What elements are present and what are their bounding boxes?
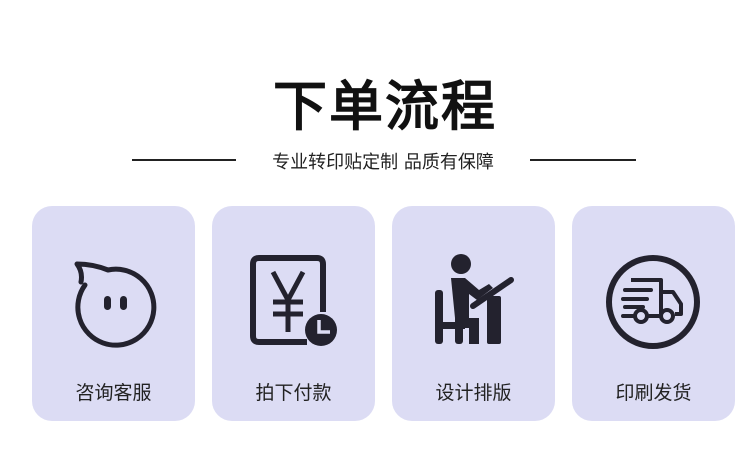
step-card-design: 设计排版 [392, 206, 555, 421]
step-card-consult: 咨询客服 [32, 206, 195, 421]
page-title: 下单流程 [273, 75, 497, 138]
subtitle: 专业转印贴定制 品质有保障 [272, 152, 494, 173]
divider-right [530, 159, 636, 161]
chat-bubble-face-icon [74, 261, 157, 348]
step-card-payment: 拍下付款 [212, 206, 375, 421]
yen-receipt-clock-icon [250, 255, 337, 346]
step-card-shipping: 印刷发货 [572, 206, 735, 421]
divider-left [132, 159, 236, 161]
step-label: 咨询客服 [75, 382, 152, 404]
step-label: 印刷发货 [615, 382, 692, 404]
delivery-truck-icon [606, 255, 700, 349]
step-label: 设计排版 [435, 382, 512, 404]
step-label: 拍下付款 [255, 382, 332, 404]
designer-at-desk-icon [435, 254, 514, 344]
